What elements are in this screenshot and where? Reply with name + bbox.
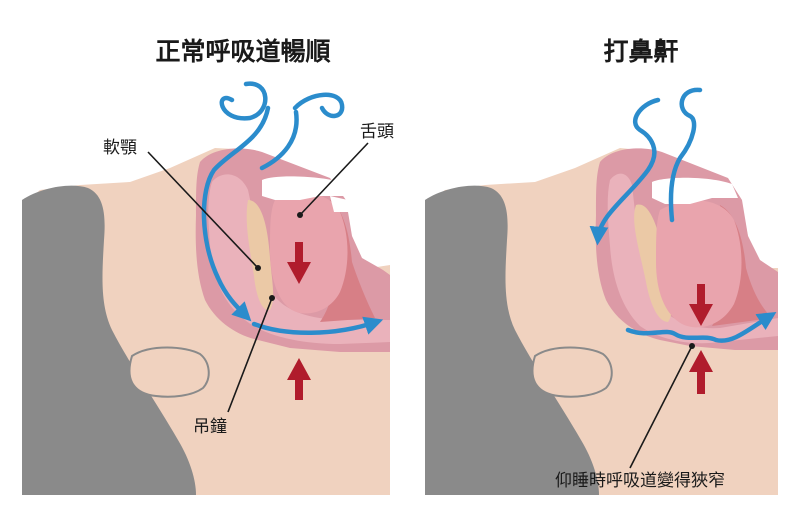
airflow-arrow-icon: [219, 81, 268, 121]
pressure-arrow-down-icon: [287, 242, 311, 284]
tongue: [270, 193, 348, 314]
normal-airway-panel: 正常呼吸道暢順 軟顎 舌頭 吊鐘: [22, 37, 394, 495]
upper-teeth: [262, 176, 345, 200]
airflow-arrow-icon: [251, 316, 384, 335]
uvula-leader: [227, 297, 273, 413]
tongue-leader: [299, 142, 369, 216]
tongue: [656, 200, 742, 328]
narrowed-airway-leader: [629, 345, 693, 469]
lower-teeth: [330, 196, 350, 212]
airflow-arrow-icon: [668, 87, 703, 223]
narrowed-airway-marker: [689, 343, 695, 349]
airflow-arrow-icon: [292, 92, 345, 119]
airway-channel-narrowed: [607, 173, 778, 344]
soft-palate: [246, 200, 274, 311]
soft-palate-leader: [147, 151, 259, 269]
soft-palate-marker: [255, 265, 261, 271]
airway-channel: [208, 174, 390, 344]
uvula-marker: [269, 295, 275, 301]
pressure-arrow-down-icon: [689, 284, 713, 326]
snoring-title: 打鼻鼾: [603, 37, 678, 66]
ear: [128, 346, 210, 398]
snoring-panel: 打鼻鼾 仰睡時呼吸道變得狹窄: [425, 37, 778, 495]
normal-airway-title: 正常呼吸道暢順: [155, 37, 331, 66]
ear: [531, 346, 613, 398]
tongue-marker: [297, 212, 303, 218]
narrowed-airway-label: 仰睡時呼吸道變得狹窄: [555, 471, 725, 491]
pressure-arrow-up-icon: [689, 350, 713, 394]
soft-palate-label: 軟顎: [103, 138, 137, 158]
pressure-arrow-up-icon: [287, 358, 311, 400]
airflow-arrow-icon: [589, 97, 661, 246]
airflow-arrow-icon: [259, 109, 299, 171]
tongue-label: 舌頭: [360, 122, 394, 142]
airflow-arrow-icon: [201, 105, 271, 322]
airflow-arrow-icon: [625, 311, 777, 343]
pillow: [22, 185, 196, 495]
pillow: [425, 185, 599, 495]
uvula-label: 吊鐘: [193, 417, 227, 437]
